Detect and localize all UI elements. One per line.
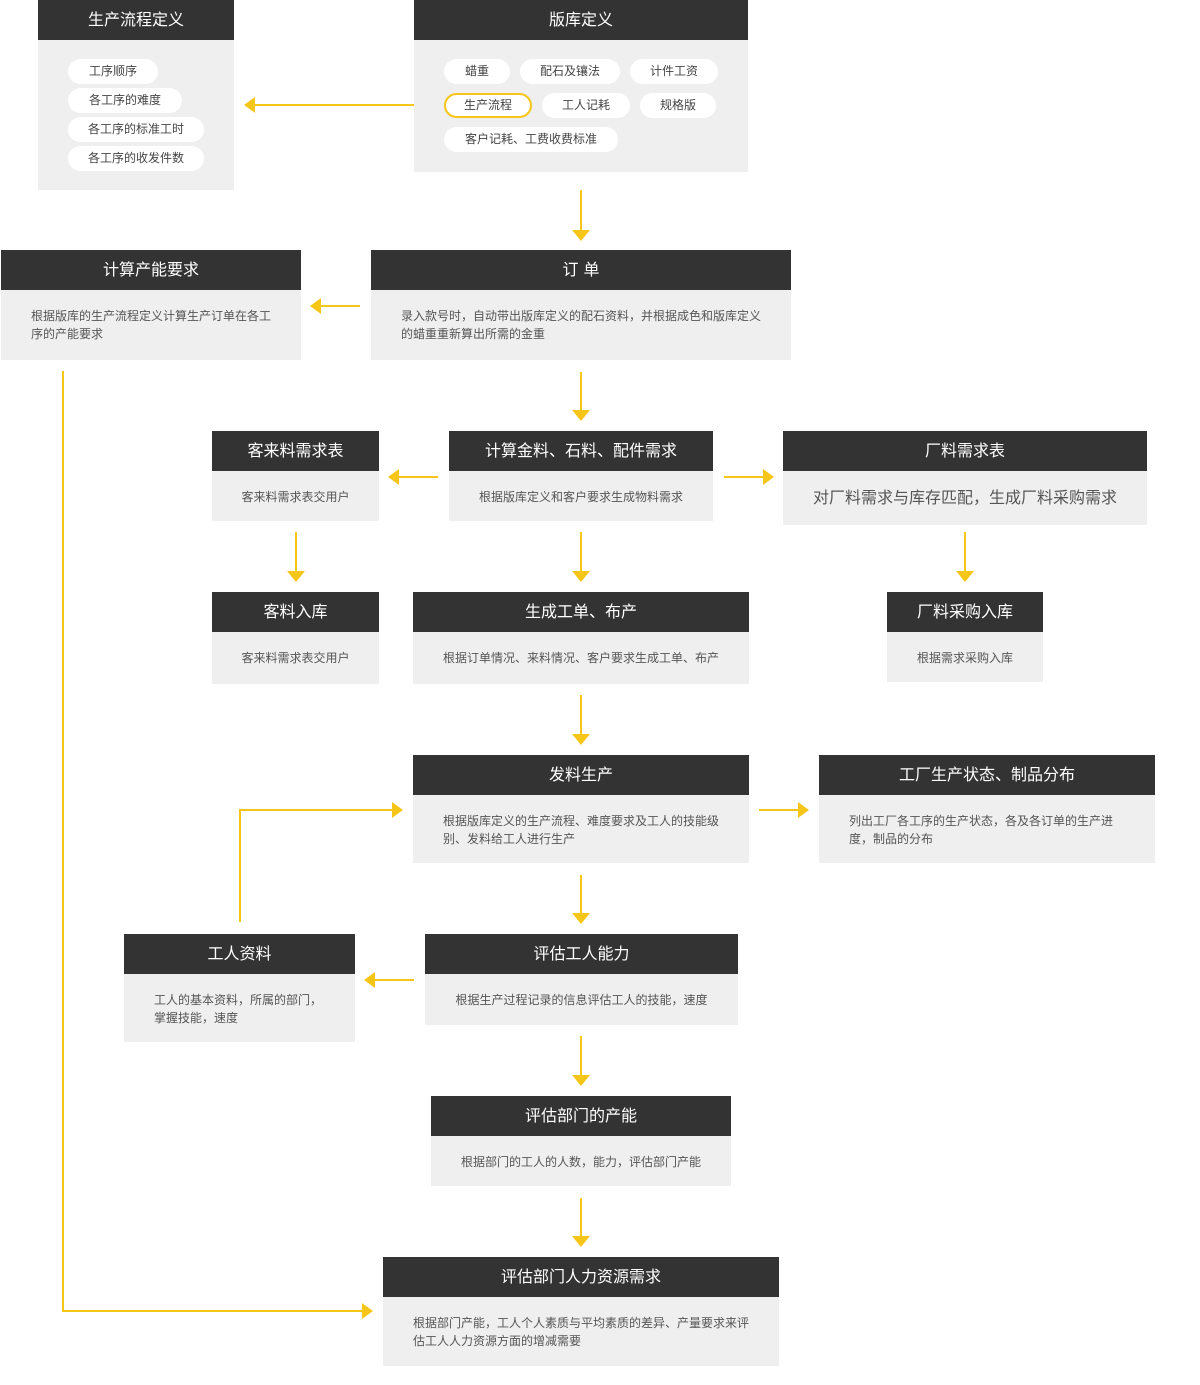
capacity-requirement-box: 计算产能要求 根据版库的生产流程定义计算生产订单在各工序的产能要求: [1, 250, 301, 360]
arrowhead-left: [388, 469, 399, 485]
arrow-capacity-to-hr: [62, 371, 365, 1312]
template-item-active: 生产流程: [444, 93, 532, 118]
evaluate-worker-box: 评估工人能力 根据生产过程记录的信息评估工人的技能，速度: [425, 934, 738, 1025]
box-description: 客来料需求表交用户: [241, 651, 350, 665]
process-item: 工序顺序: [68, 59, 158, 84]
arrowhead-down: [572, 410, 590, 421]
template-item: 蜡重: [444, 59, 510, 84]
template-item: 配石及镶法: [520, 59, 620, 84]
box-description: 根据部门的工人的人数，能力，评估部门产能: [460, 1155, 701, 1169]
box-description: 列出工厂各工序的生产状态，各及各订单的生产进度，制品的分布: [849, 814, 1114, 846]
box-description: 根据版库定义的生产流程、难度要求及工人的技能级别、发料给工人进行生产: [443, 814, 720, 846]
box-title: 工厂生产状态、制品分布: [819, 755, 1155, 795]
box-title: 版库定义: [414, 0, 748, 40]
box-title: 生成工单、布产: [413, 592, 749, 632]
factory-material-box: 厂料需求表 对厂料需求与库存匹配，生成厂料采购需求: [783, 431, 1147, 525]
box-description: 根据订单情况、来料情况、客户要求生成工单、布产: [443, 651, 720, 665]
worker-info-box: 工人资料 工人的基本资料，所属的部门，掌握技能，速度: [124, 934, 355, 1042]
customer-material-box: 客来料需求表 客来料需求表交用户: [212, 431, 379, 521]
template-item: 计件工资: [630, 59, 718, 84]
arrowhead-right: [798, 802, 809, 818]
issue-production-box: 发料生产 根据版库定义的生产流程、难度要求及工人的技能级别、发料给工人进行生产: [413, 755, 749, 863]
box-description: 根据版库的生产流程定义计算生产订单在各工序的产能要求: [31, 309, 272, 341]
box-description: 工人的基本资料，所属的部门，掌握技能，速度: [154, 993, 323, 1025]
box-title: 厂料采购入库: [887, 592, 1043, 632]
arrowhead-down: [287, 571, 305, 582]
box-description: 根据生产过程记录的信息评估工人的技能，速度: [455, 993, 708, 1007]
template-item: 客户记耗、工费收费标准: [444, 127, 618, 152]
arrowhead-left: [244, 97, 255, 113]
box-title: 客来料需求表: [212, 431, 379, 471]
template-item: 规格版: [640, 93, 716, 118]
arrow-worker-to-issue: [239, 809, 395, 922]
box-title: 评估部门的产能: [431, 1096, 731, 1136]
arrowhead-down: [572, 913, 590, 924]
box-description: 录入款号时，自动带出版库定义的配石资料，并根据成色和版库定义的蜡重重新算出所需的…: [401, 309, 762, 341]
arrowhead-down: [572, 571, 590, 582]
process-item: 各工序的收发件数: [68, 146, 204, 171]
box-title: 工人资料: [124, 934, 355, 974]
evaluate-hr-box: 评估部门人力资源需求 根据部门产能，工人个人素质与平均素质的差异、产量要求来评估…: [383, 1257, 779, 1366]
arrowhead-left: [364, 972, 375, 988]
box-description: 对厂料需求与库存匹配，生成厂料采购需求: [812, 488, 1117, 507]
evaluate-department-box: 评估部门的产能 根据部门的工人的人数，能力，评估部门产能: [431, 1096, 731, 1186]
work-order-box: 生成工单、布产 根据订单情况、来料情况、客户要求生成工单、布产: [413, 592, 749, 684]
box-description: 根据版库定义和客户要求生成物料需求: [478, 490, 683, 504]
arrowhead-left: [310, 298, 321, 314]
box-title: 发料生产: [413, 755, 749, 795]
calc-material-box: 计算金料、石料、配件需求 根据版库定义和客户要求生成物料需求: [449, 431, 713, 521]
process-definition-box: 生产流程定义 工序顺序 各工序的难度 各工序的标准工时 各工序的收发件数: [38, 0, 234, 190]
box-title: 计算金料、石料、配件需求: [449, 431, 713, 471]
box-title: 评估工人能力: [425, 934, 738, 974]
factory-status-box: 工厂生产状态、制品分布 列出工厂各工序的生产状态，各及各订单的生产进度，制品的分…: [819, 755, 1155, 863]
box-title: 生产流程定义: [38, 0, 234, 40]
arrowhead-right: [362, 1303, 373, 1319]
arrowhead-down: [572, 1236, 590, 1247]
arrowhead-down: [572, 734, 590, 745]
box-description: 客来料需求表交用户: [241, 490, 350, 504]
template-item: 工人记耗: [542, 93, 630, 118]
customer-stock-in-box: 客料入库 客来料需求表交用户: [212, 592, 379, 684]
template-definition-box: 版库定义 蜡重 配石及镶法 计件工资 生产流程 工人记耗 规格版 客户记耗、工费…: [414, 0, 748, 172]
arrowhead-down: [956, 571, 974, 582]
arrowhead-right: [392, 802, 403, 818]
box-title: 客料入库: [212, 592, 379, 632]
order-box: 订 单 录入款号时，自动带出版库定义的配石资料，并根据成色和版库定义的蜡重重新算…: [371, 250, 791, 360]
process-item: 各工序的难度: [68, 88, 182, 113]
box-title: 评估部门人力资源需求: [383, 1257, 779, 1297]
box-title: 计算产能要求: [1, 250, 301, 290]
box-title: 订 单: [371, 250, 791, 290]
arrowhead-down: [572, 1075, 590, 1086]
box-description: 根据需求采购入库: [916, 651, 1013, 665]
process-item: 各工序的标准工时: [68, 117, 204, 142]
arrowhead-down: [572, 230, 590, 241]
factory-purchase-box: 厂料采购入库 根据需求采购入库: [887, 592, 1043, 682]
box-title: 厂料需求表: [783, 431, 1147, 471]
box-description: 根据部门产能，工人个人素质与平均素质的差异、产量要求来评估工人人力资源方面的增减…: [413, 1316, 750, 1348]
arrowhead-right: [763, 469, 774, 485]
